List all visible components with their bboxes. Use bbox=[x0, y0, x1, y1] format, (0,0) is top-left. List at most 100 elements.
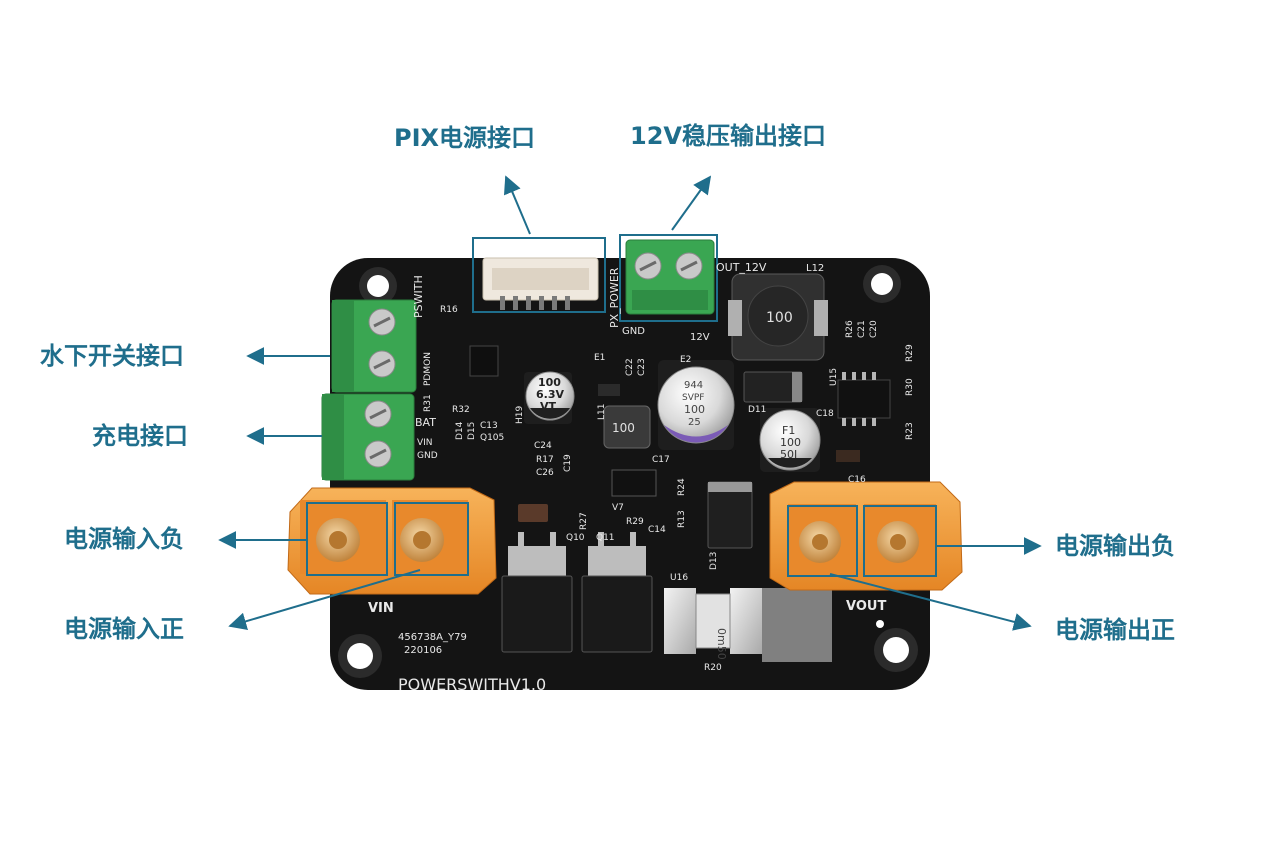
cap-right-line2: 100 bbox=[780, 436, 801, 449]
gnd-small-label: GND bbox=[417, 451, 438, 461]
mosfet-q11 bbox=[581, 532, 653, 653]
q10-label: Q10 bbox=[566, 533, 585, 543]
capacitor-right bbox=[759, 408, 821, 472]
screw-icon bbox=[316, 518, 360, 562]
cap-right-line3: 50I bbox=[780, 448, 797, 461]
d13-label: D13 bbox=[709, 552, 719, 570]
d15-label: D15 bbox=[467, 422, 477, 440]
ic-u15 bbox=[837, 372, 891, 426]
pswith-label: PSWITH bbox=[412, 275, 425, 318]
label-output-positive: 电源输出正 bbox=[1055, 616, 1175, 644]
shunt-marking: 0m50 bbox=[715, 628, 728, 660]
vout-label: VOUT bbox=[846, 599, 886, 614]
cap-center-line4: 25 bbox=[688, 417, 701, 428]
d11-label: D11 bbox=[748, 405, 766, 415]
label-input-negative: 电源输入负 bbox=[64, 525, 184, 553]
screw-icon bbox=[634, 252, 662, 280]
q11-label: Q11 bbox=[596, 533, 615, 543]
c20-label: C20 bbox=[869, 320, 879, 338]
l11-label: L11 bbox=[597, 404, 607, 420]
e2-label: E2 bbox=[680, 355, 691, 365]
c24-label: C24 bbox=[534, 441, 552, 451]
c14-label: C14 bbox=[648, 525, 666, 535]
inductor-l11 bbox=[603, 405, 651, 449]
r17-label: R17 bbox=[536, 455, 554, 465]
u15-label: U15 bbox=[829, 368, 839, 386]
screw-icon bbox=[364, 400, 392, 428]
h19-label: H19 bbox=[515, 406, 525, 424]
highlight-output-negative bbox=[863, 505, 937, 577]
diode-d13 bbox=[707, 481, 753, 549]
r31-label: R31 bbox=[423, 394, 433, 412]
highlight-output-positive bbox=[787, 505, 858, 577]
highlight-boxes bbox=[306, 234, 937, 577]
screw-icon bbox=[400, 518, 444, 562]
mounting-hole-bottom-left bbox=[338, 634, 382, 678]
component-markings: 100 100 100 6.3V VT 944 SVPF 100 25 F1 1… bbox=[536, 310, 801, 660]
r26-label: R26 bbox=[845, 320, 855, 338]
board-name: POWERSWITHV1.0 bbox=[398, 675, 546, 694]
out-12v-label: OUT_12V bbox=[716, 261, 767, 274]
cap-left-line3: VT bbox=[540, 400, 557, 413]
r27-label: R27 bbox=[579, 512, 589, 530]
cap-center-line1: 944 bbox=[684, 380, 703, 391]
bat-label: BAT bbox=[415, 416, 436, 429]
label-charge: 充电接口 bbox=[92, 422, 188, 450]
screw-icon bbox=[368, 350, 396, 378]
mounting-hole-top-left bbox=[359, 267, 397, 305]
diode-d11 bbox=[743, 371, 803, 403]
c22-label: C22 bbox=[625, 358, 635, 376]
ic-v7 bbox=[611, 469, 657, 497]
xt60-output-connector bbox=[769, 481, 963, 591]
r30-label: R30 bbox=[905, 378, 915, 396]
v7-label: V7 bbox=[612, 503, 624, 513]
shunt-resistor-r20 bbox=[664, 588, 832, 662]
screw-icon bbox=[364, 440, 392, 468]
r23-label: R23 bbox=[905, 422, 915, 440]
smd-parts bbox=[469, 345, 860, 522]
cap-center-line2: SVPF bbox=[682, 393, 704, 403]
cap-left-line2: 6.3V bbox=[536, 388, 564, 401]
highlight-pix-power bbox=[472, 237, 606, 313]
c21-label: C21 bbox=[857, 320, 867, 338]
screw-icon bbox=[368, 308, 396, 336]
mounting-hole-bottom-right bbox=[874, 628, 918, 672]
cap-left-line1: 100 bbox=[538, 376, 561, 389]
inductor-small-marking: 100 bbox=[612, 421, 635, 435]
terminal-charge bbox=[321, 393, 415, 481]
c23-label: C23 bbox=[637, 358, 647, 376]
arrow-input-positive bbox=[228, 569, 421, 631]
r16-label: R16 bbox=[440, 305, 458, 315]
arrow-output-positive bbox=[829, 573, 1032, 631]
terminal-12v-output bbox=[625, 239, 715, 315]
xt60-input-connector bbox=[287, 487, 497, 595]
cap-right-line1: F1 bbox=[782, 424, 795, 437]
label-input-positive: 电源输入正 bbox=[64, 615, 184, 643]
c13-label: C13 bbox=[480, 421, 498, 431]
px-power-label: PX_POWER bbox=[608, 267, 621, 328]
label-pix-power: PIX电源接口 bbox=[394, 124, 536, 152]
screw-icon bbox=[799, 521, 841, 563]
terminal-underwater-switch bbox=[331, 299, 417, 393]
c26-label: C26 bbox=[536, 468, 554, 478]
silkscreen: POWERSWITHV1.0 456738A_Y79 220106 VIN VO… bbox=[368, 261, 915, 694]
r24-label: R24 bbox=[677, 478, 687, 496]
capacitor-center bbox=[657, 360, 735, 450]
label-12v-output: 12V稳压输出接口 bbox=[630, 122, 826, 150]
cap-center-line3: 100 bbox=[684, 403, 705, 416]
label-underwater-switch: 水下开关接口 bbox=[40, 342, 184, 370]
e1-label: E1 bbox=[594, 353, 605, 363]
mosfet-q10 bbox=[501, 532, 573, 653]
fiducial-dot bbox=[876, 620, 884, 628]
label-output-negative: 电源输出负 bbox=[1055, 532, 1175, 560]
capacitor-left bbox=[524, 371, 575, 424]
gnd-top-label: GND bbox=[622, 326, 645, 337]
screw-icon bbox=[675, 252, 703, 280]
mounting-hole-top-right bbox=[863, 265, 901, 303]
vin-small-label: VIN bbox=[417, 438, 433, 448]
u16-label: U16 bbox=[670, 573, 688, 583]
c17-label: C17 bbox=[652, 455, 670, 465]
r29b-label: R29 bbox=[905, 344, 915, 362]
r32-label: R32 bbox=[452, 405, 470, 415]
